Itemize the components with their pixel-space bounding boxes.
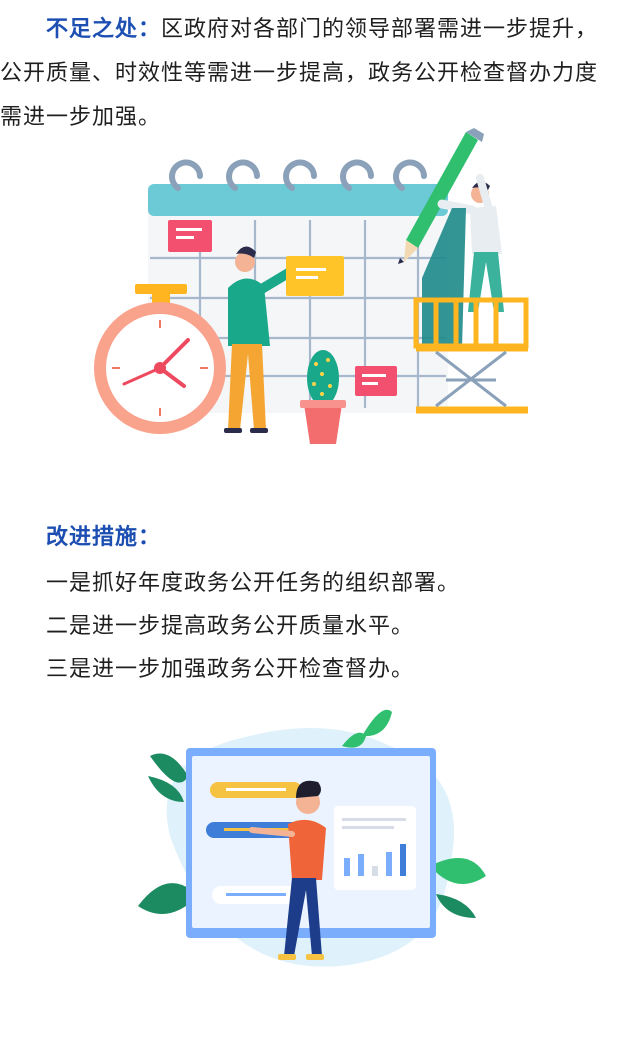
cactus-plant	[300, 350, 346, 444]
scaffold	[413, 297, 529, 414]
shortcomings-label: 不足之处：	[46, 17, 162, 42]
stopwatch-icon	[94, 284, 226, 434]
person-holding-note	[224, 246, 344, 433]
improvement-item-3: 三是进一步加强政务公开检查督办。	[46, 657, 415, 682]
pencil-icon	[398, 128, 484, 264]
dashboard-presentation-illustration	[138, 709, 486, 967]
shortcomings-text: 区政府对各部门的领导部署需进一步提升，公开质量、时效性等需进一步提高，政务公开检…	[0, 17, 599, 130]
leaf-decoration	[138, 709, 486, 918]
improvement-item-1: 一是抓好年度政务公开任务的组织部署。	[46, 571, 461, 596]
shortcomings-paragraph: 不足之处：区政府对各部门的领导部署需进一步提升，公开质量、时效性等需进一步提高，…	[0, 8, 612, 140]
improvement-item-2: 二是进一步提高政务公开质量水平。	[46, 614, 415, 639]
presenter-person	[249, 780, 326, 960]
improvements-title: 改进措施：	[46, 525, 162, 550]
calendar-planning-illustration	[94, 128, 529, 444]
